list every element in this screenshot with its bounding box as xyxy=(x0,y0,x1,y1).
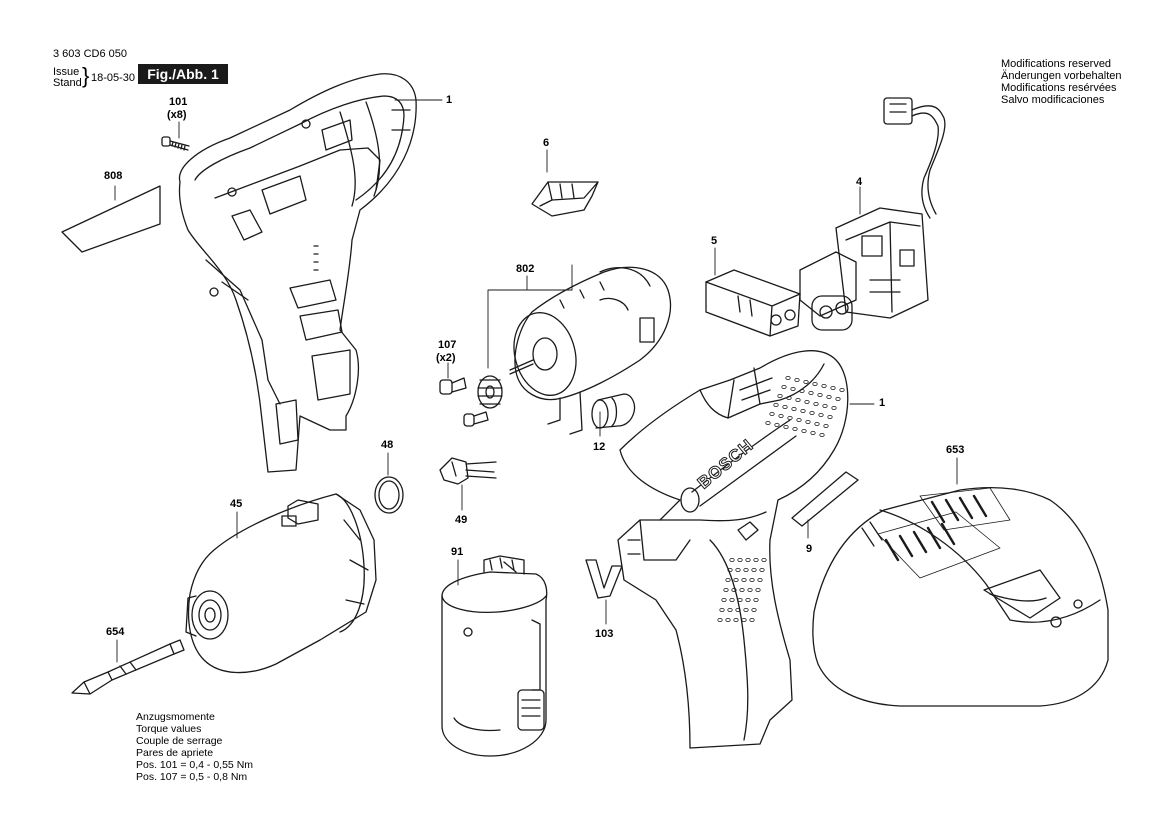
modifications-line-de: Änderungen vorbehalten xyxy=(1001,70,1122,82)
gearbox-45 xyxy=(185,493,377,674)
o-ring-48 xyxy=(374,476,404,514)
doc-number: 3 603 CD6 050 xyxy=(53,48,127,60)
callout-653: 653 xyxy=(946,444,965,456)
battery-91 xyxy=(441,555,548,757)
switch-4 xyxy=(799,97,946,331)
figure-label: Fig./Abb. 1 xyxy=(138,64,228,84)
issue-date: 18-05-30 xyxy=(91,72,136,84)
bit-654 xyxy=(71,639,185,695)
callout-91: 91 xyxy=(451,546,464,558)
callout-808: 808 xyxy=(104,170,123,182)
torque-pos-107: Pos. 107 = 0,5 - 0,8 Nm xyxy=(136,771,248,783)
callout-107-qty: (x2) xyxy=(436,352,456,364)
brace-glyph: } xyxy=(82,63,90,88)
issue-label: Issue xyxy=(53,66,80,78)
callout-48: 48 xyxy=(381,439,394,451)
modifications-line-es: Salvo modificaciones xyxy=(1001,94,1105,106)
strip-9 xyxy=(791,471,859,527)
callout-6: 6 xyxy=(543,137,550,149)
stand-label: Stand xyxy=(53,77,82,89)
callout-1-housing-right: 1 xyxy=(879,397,886,409)
torque-line-fr: Couple de serrage xyxy=(136,735,223,747)
pinion-gear xyxy=(477,375,503,409)
clip-103 xyxy=(585,559,623,599)
callout-103: 103 xyxy=(595,628,614,640)
callout-5: 5 xyxy=(711,235,718,247)
callout-9: 9 xyxy=(806,543,813,555)
modifications-line-en: Modifications reserved xyxy=(1001,58,1112,70)
contact-block-5 xyxy=(705,269,801,337)
screw-101 xyxy=(161,136,190,151)
callout-1-housing-left: 1 xyxy=(446,94,453,106)
callout-101-qty: (x8) xyxy=(167,109,187,121)
leader-lines xyxy=(114,99,958,663)
callout-4: 4 xyxy=(856,176,863,188)
housing-half-left xyxy=(178,73,417,473)
motor-802 xyxy=(509,266,672,435)
label-808 xyxy=(61,185,161,253)
callout-12: 12 xyxy=(593,441,606,453)
torque-pos-101: Pos. 101 = 0,4 - 0,55 Nm xyxy=(136,759,254,771)
callout-101: 101 xyxy=(169,96,188,108)
callout-802: 802 xyxy=(516,263,535,275)
callout-45: 45 xyxy=(230,498,243,510)
grip-dot-pattern xyxy=(717,375,845,623)
screws-107 xyxy=(439,377,489,427)
torque-line-de: Anzugsmomente xyxy=(136,711,215,723)
charger-653 xyxy=(812,486,1109,707)
torque-line-en: Torque values xyxy=(136,723,202,735)
callout-654: 654 xyxy=(106,626,125,638)
modifications-line-fr: Modifications resérvées xyxy=(1001,82,1117,94)
torque-line-es: Pares de apriete xyxy=(136,747,214,759)
led-holder-49 xyxy=(439,457,497,485)
callout-49: 49 xyxy=(455,514,468,526)
callout-107: 107 xyxy=(438,339,457,351)
clip-6 xyxy=(531,181,599,217)
bushing-12 xyxy=(591,393,636,429)
housing-half-right xyxy=(617,350,849,749)
